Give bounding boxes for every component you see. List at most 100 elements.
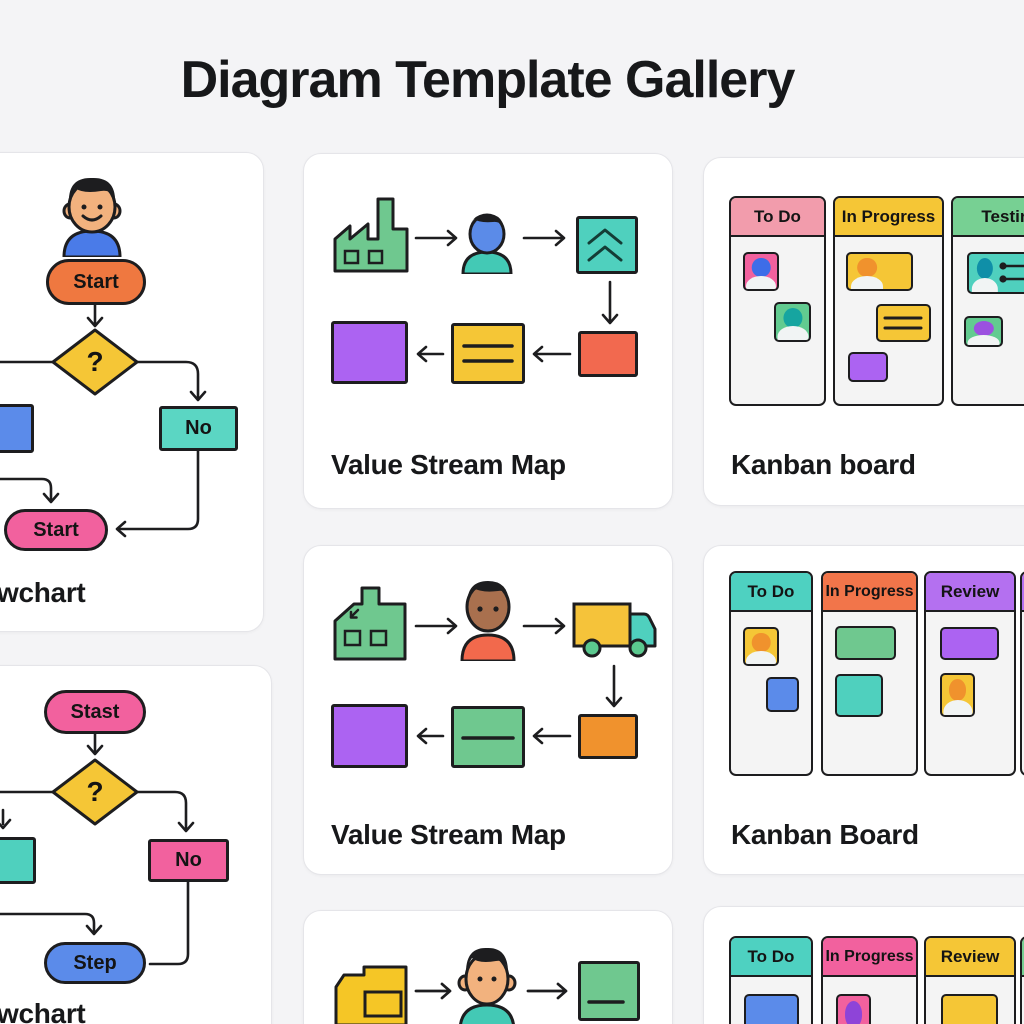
person-icon	[461, 213, 513, 274]
kanban-column-review: Review	[924, 936, 1016, 1024]
avatar	[745, 254, 777, 289]
kanban-column-header: In Progress	[823, 938, 916, 977]
template-card-flowchart-1[interactable]: Start ? No Start wchart	[0, 152, 264, 632]
flowchart-process-node	[0, 837, 36, 884]
template-card-vsm-3[interactable]	[303, 910, 673, 1024]
text-line-icon	[461, 736, 515, 740]
flowchart-end-node: Start	[4, 509, 108, 551]
node-label: Step	[73, 951, 117, 974]
kanban-card	[743, 252, 779, 291]
kanban-card	[941, 994, 998, 1024]
kanban-card-settings	[967, 252, 1024, 294]
kanban-column-todo: To Do	[729, 571, 813, 776]
template-card-kanban-3[interactable]: To Do In Progress Review	[703, 906, 1024, 1024]
avatar	[850, 254, 884, 289]
flowchart-no-node: No	[159, 406, 238, 451]
vsm-inventory-node	[578, 331, 638, 377]
avatar-head	[751, 632, 771, 653]
avatar-shoulders	[942, 699, 973, 715]
person-avatar-icon	[62, 177, 122, 257]
kanban-column-header: Testing	[953, 198, 1024, 237]
kanban-column-todo: To Do	[729, 196, 826, 406]
template-card-flowchart-2[interactable]: Stast ? No Step wchart	[0, 665, 272, 1024]
node-label: Stast	[70, 700, 120, 723]
kanban-column-header	[1022, 573, 1024, 612]
kanban-column-inprogress: In Progress	[821, 571, 918, 776]
kanban-column-review: Review	[924, 571, 1016, 776]
avatar-head	[844, 1000, 863, 1024]
kanban-card	[766, 677, 799, 712]
card-title: Value Stream Map	[331, 449, 566, 480]
person-icon	[460, 581, 516, 661]
vsm-shipment-node	[576, 216, 638, 274]
kanban-column-header: To Do	[731, 573, 811, 612]
node-label: Start	[73, 270, 119, 293]
flowchart-start-node: Stast	[44, 690, 146, 734]
flowchart-start-node: Start	[46, 259, 146, 305]
sliders-icon	[999, 262, 1024, 283]
card-title: Value Stream Map	[331, 819, 566, 850]
kanban-card	[744, 994, 799, 1024]
vsm-data-node	[578, 961, 640, 1021]
template-card-kanban-2[interactable]: To Do In Progress Review Kanban Board	[703, 545, 1024, 875]
flowchart-connectors	[0, 303, 207, 538]
flowchart-decision-label: ?	[86, 346, 104, 377]
kanban-column-header: To Do	[731, 938, 811, 977]
kanban-column-partial	[1020, 571, 1024, 776]
avatar	[745, 629, 777, 664]
avatar-head	[948, 679, 967, 702]
kanban-column-header	[1022, 938, 1024, 977]
card-title: Kanban board	[731, 449, 916, 480]
warehouse-icon	[333, 586, 407, 661]
kanban-column-partial	[1020, 936, 1024, 1024]
folder-icon	[334, 965, 408, 1024]
avatar-head	[976, 257, 994, 280]
kanban-card	[940, 627, 999, 660]
avatar	[971, 254, 999, 292]
flowchart-end-node: Step	[44, 942, 146, 984]
kanban-card	[848, 352, 888, 382]
avatar	[838, 996, 869, 1024]
vsm-process-node	[331, 321, 408, 384]
kanban-card	[743, 627, 779, 666]
vsm-data-node	[451, 323, 525, 384]
avatar	[776, 304, 809, 340]
text-lines-icon	[883, 316, 923, 330]
node-label: No	[185, 417, 212, 439]
card-title: wchart	[0, 577, 86, 608]
avatar	[966, 318, 1001, 345]
template-card-vsm-2[interactable]: Value Stream Map	[303, 545, 673, 875]
kanban-card	[835, 674, 883, 717]
template-card-vsm-1[interactable]: Value Stream Map	[303, 153, 673, 509]
vsm-data-node	[451, 706, 525, 768]
chevrons-icon	[587, 228, 623, 262]
kanban-card	[835, 626, 896, 660]
kanban-card-notes	[876, 304, 931, 342]
kanban-card	[940, 673, 975, 717]
factory-icon	[333, 197, 409, 273]
card-title: wchart	[0, 998, 86, 1024]
avatar-head	[973, 320, 994, 336]
node-label: No	[175, 849, 202, 871]
page-title: Diagram Template Gallery	[180, 51, 796, 109]
avatar-head	[751, 257, 771, 278]
truck-icon	[572, 602, 657, 658]
kanban-column-testing: Testing	[951, 196, 1024, 406]
flowchart-process-node	[0, 404, 34, 453]
node-label: Start	[33, 518, 79, 541]
text-lines-icon	[462, 344, 514, 363]
kanban-card	[836, 994, 871, 1024]
kanban-column-inprogress: In Progress	[833, 196, 944, 406]
kanban-column-header: In Progress	[823, 573, 916, 612]
kanban-card	[846, 252, 913, 291]
avatar-shoulders	[967, 334, 1000, 345]
kanban-column-header: Review	[926, 573, 1014, 612]
card-title: Kanban Board	[731, 819, 919, 850]
template-card-kanban-1[interactable]: To Do In Progress Testing	[703, 157, 1024, 506]
kanban-column-header: Review	[926, 938, 1014, 977]
vsm-process-node	[331, 704, 408, 768]
kanban-card	[964, 316, 1003, 347]
person-icon	[457, 947, 517, 1024]
flowchart-no-node: No	[148, 839, 229, 882]
